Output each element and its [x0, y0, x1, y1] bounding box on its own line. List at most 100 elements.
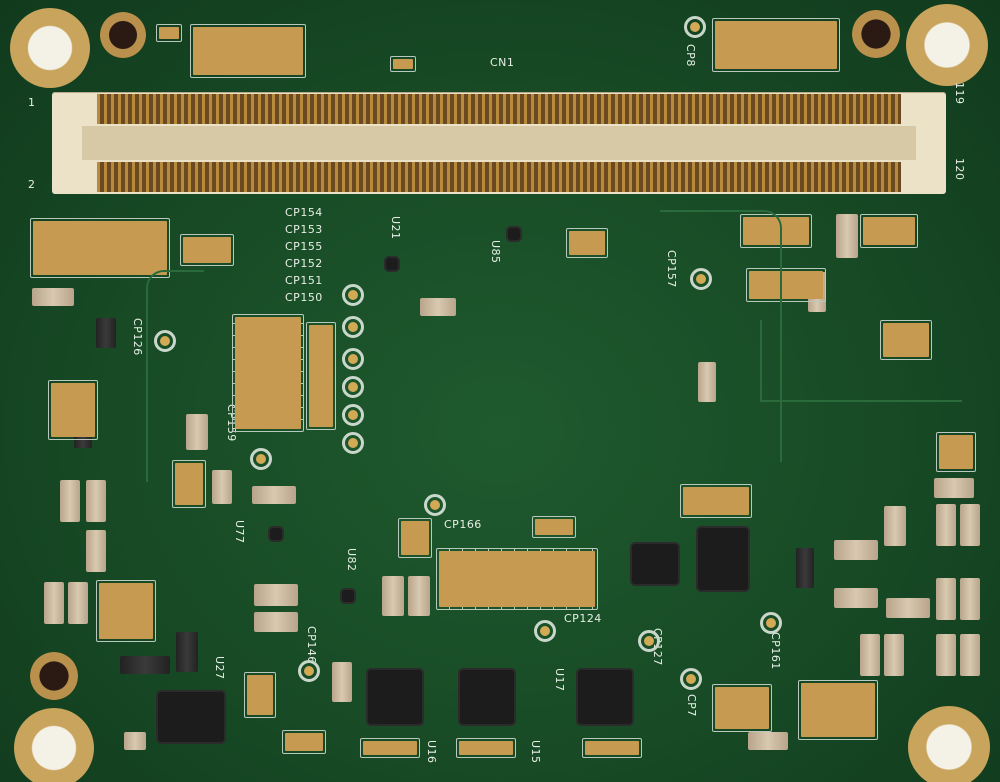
pad-group	[936, 432, 976, 472]
pin-label-1: 1	[28, 96, 36, 109]
copper-trace	[146, 270, 204, 482]
label-cp124: CP124	[564, 612, 602, 625]
capacitor	[886, 598, 930, 618]
test-point-column	[342, 348, 364, 370]
diode	[96, 318, 116, 348]
test-point	[684, 16, 706, 38]
connector-slot	[82, 126, 916, 160]
label-u21: U21	[389, 216, 402, 240]
label-cp155: CP155	[285, 240, 323, 253]
capacitor	[960, 634, 980, 676]
capacitor	[420, 298, 456, 316]
pad-group	[566, 228, 608, 258]
test-point-column	[342, 376, 364, 398]
capacitor	[254, 612, 298, 632]
connector-pins-bottom-row	[97, 162, 901, 192]
capacitor	[44, 582, 64, 624]
via-large	[100, 12, 146, 58]
capacitor	[834, 540, 878, 560]
capacitor	[836, 214, 858, 258]
capacitor	[60, 480, 80, 522]
ic-sot	[632, 544, 678, 584]
test-point	[690, 268, 712, 290]
ic-small-u82	[342, 590, 354, 602]
pad-group	[880, 320, 932, 360]
pad-group	[48, 380, 98, 440]
test-point-column	[342, 404, 364, 426]
ic-small-u85	[508, 228, 520, 240]
capacitor	[254, 584, 298, 606]
capacitor	[934, 478, 974, 498]
diode	[796, 548, 814, 588]
capacitor	[860, 634, 880, 676]
mounting-hole-bottom-right	[908, 706, 990, 782]
mounting-hole-bottom-left	[14, 708, 94, 782]
label-cp153: CP153	[285, 223, 323, 236]
ic-u15	[460, 670, 514, 724]
label-cp154: CP154	[285, 206, 323, 219]
pin-label-119: 119	[953, 82, 966, 105]
label-cp8: CP8	[684, 44, 697, 67]
ic-u17	[578, 670, 632, 724]
test-point	[424, 494, 446, 516]
test-point-column	[342, 316, 364, 338]
diode	[176, 632, 198, 672]
via-large	[30, 652, 78, 700]
capacitor	[936, 634, 956, 676]
pad-group	[244, 672, 276, 718]
capacitor	[884, 506, 906, 546]
label-cp7: CP7	[685, 694, 698, 717]
capacitor	[32, 288, 74, 306]
test-point	[250, 448, 272, 470]
label-u27: U27	[213, 656, 226, 680]
pad-array	[436, 548, 598, 610]
ic-soic	[698, 528, 748, 590]
pad-group	[282, 730, 326, 754]
label-u15: U15	[529, 740, 542, 764]
capacitor	[936, 504, 956, 546]
capacitor	[698, 362, 716, 402]
pad-group	[456, 738, 516, 758]
test-point	[638, 630, 660, 652]
capacitor	[748, 732, 788, 750]
pad-group	[532, 516, 576, 538]
pin-label-120: 120	[953, 158, 966, 181]
capacitor	[186, 414, 208, 450]
label-u16: U16	[425, 740, 438, 764]
label-cp166: CP166	[444, 518, 482, 531]
pad-group	[798, 680, 878, 740]
label-u17: U17	[553, 668, 566, 692]
ic-small-u21	[386, 258, 398, 270]
connector-ref-label: CN1	[490, 56, 515, 69]
pad-group	[190, 24, 306, 78]
ic-u16	[368, 670, 422, 724]
test-point	[760, 612, 782, 634]
capacitor	[960, 504, 980, 546]
connector-pins-top-row	[97, 94, 901, 124]
ic-small-u77	[270, 528, 282, 540]
ic-u27	[158, 692, 224, 742]
label-cp126: CP126	[131, 318, 144, 356]
label-cp150: CP150	[285, 291, 323, 304]
pad-group	[680, 484, 752, 518]
pin-label-2: 2	[28, 178, 36, 191]
pad-array	[232, 314, 304, 432]
pad-group	[180, 234, 234, 266]
capacitor	[124, 732, 146, 750]
pad-group	[712, 684, 772, 732]
pad-group	[30, 218, 170, 278]
capacitor	[884, 634, 904, 676]
pad-group	[860, 214, 918, 248]
label-cp152: CP152	[285, 257, 323, 270]
pad-group	[390, 56, 416, 72]
pad-group	[712, 18, 840, 72]
mounting-hole-top-left	[10, 8, 90, 88]
capacitor	[382, 576, 404, 616]
test-point	[298, 660, 320, 682]
label-u82: U82	[345, 548, 358, 572]
test-point	[534, 620, 556, 642]
test-point-column	[342, 432, 364, 454]
mounting-hole-top-right	[906, 4, 988, 86]
copper-trace	[660, 210, 782, 462]
